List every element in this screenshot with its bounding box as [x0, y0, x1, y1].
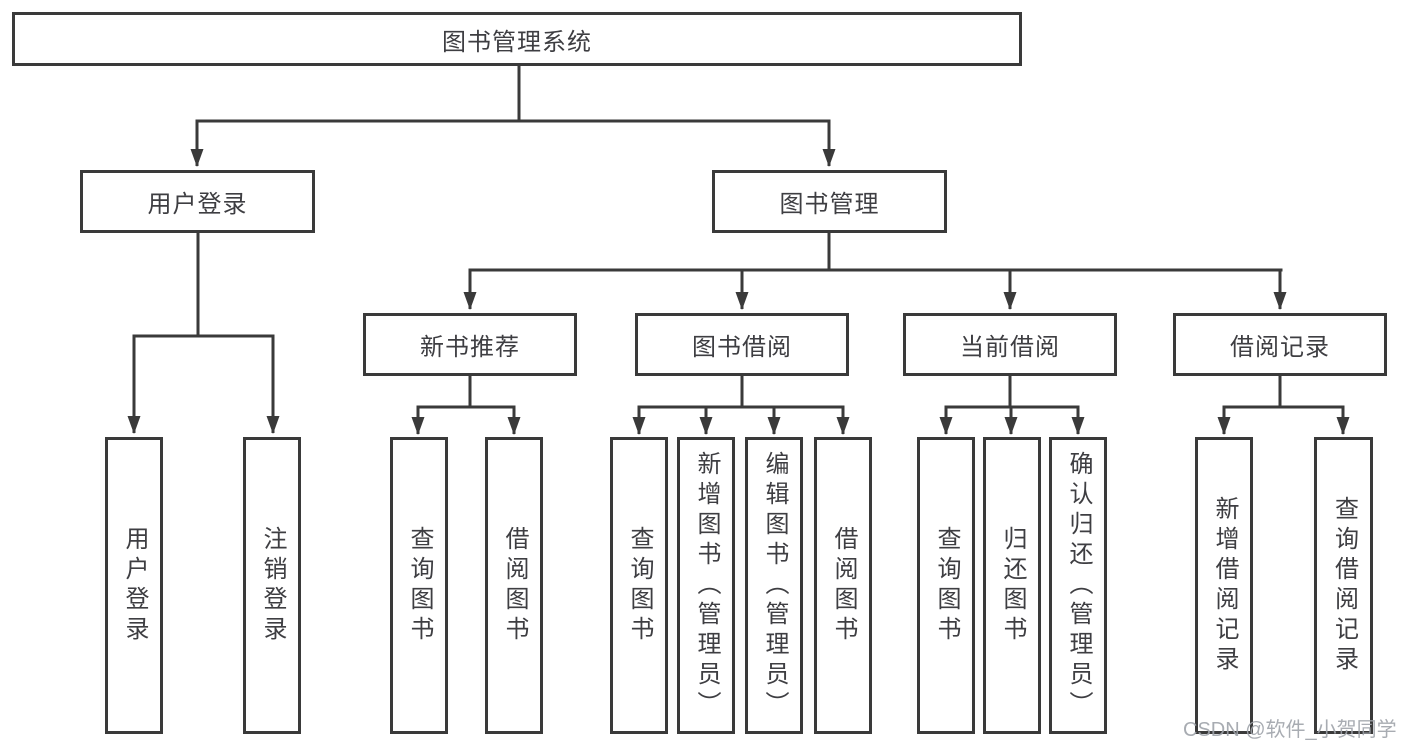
node-borrowing-records: 借阅记录 [1173, 313, 1387, 376]
leaf-confirm-return-admin-label: 确认归还（管理员） [1065, 450, 1092, 721]
connector-book-mgmt-children [463, 233, 1287, 310]
leaf-query-borrow-record: 查询借阅记录 [1314, 437, 1373, 734]
leaf-borrow-books-2-label: 借阅图书 [830, 525, 857, 646]
connector-user-login-children [127, 233, 280, 434]
connector-new-book-rec-children [411, 376, 521, 435]
leaf-query-books-1-label: 查询图书 [406, 525, 433, 646]
leaf-query-books-2: 查询图书 [610, 437, 668, 734]
leaf-logout-label: 注销登录 [259, 525, 286, 646]
connector-current-borrow-children [939, 376, 1085, 435]
leaf-query-books-3-label: 查询图书 [933, 525, 960, 646]
leaf-add-books-admin-label: 新增图书（管理员） [693, 450, 720, 721]
csdn-watermark: CSDN @软件_小贺同学 [1183, 719, 1397, 741]
leaf-edit-books-admin: 编辑图书（管理员） [745, 437, 803, 734]
connector-book-borrow-children [632, 376, 850, 435]
leaf-confirm-return-admin: 确认归还（管理员） [1049, 437, 1107, 734]
node-book-borrowing-label: 图书借阅 [692, 334, 792, 361]
leaf-user-login: 用户登录 [105, 437, 163, 734]
leaf-return-books-label: 归还图书 [999, 525, 1026, 646]
leaf-borrow-books-2: 借阅图书 [814, 437, 872, 734]
leaf-user-login-label: 用户登录 [121, 525, 148, 646]
node-book-management-label: 图书管理 [779, 191, 880, 218]
node-new-book-recommend: 新书推荐 [363, 313, 577, 376]
node-new-book-recommend-label: 新书推荐 [420, 334, 520, 361]
leaf-query-borrow-record-label: 查询借阅记录 [1330, 495, 1358, 676]
leaf-borrow-books-1: 借阅图书 [485, 437, 543, 734]
leaf-query-books-1: 查询图书 [390, 437, 448, 734]
leaf-add-borrow-record: 新增借阅记录 [1195, 437, 1253, 734]
node-borrowing-records-label: 借阅记录 [1230, 334, 1330, 361]
node-book-borrowing: 图书借阅 [635, 313, 849, 376]
node-root-system: 图书管理系统 [12, 12, 1022, 66]
leaf-add-borrow-record-label: 新增借阅记录 [1211, 495, 1238, 676]
leaf-query-books-3: 查询图书 [917, 437, 975, 734]
node-current-borrowing-label: 当前借阅 [960, 334, 1060, 361]
node-current-borrowing: 当前借阅 [903, 313, 1117, 376]
leaf-borrow-books-1-label: 借阅图书 [501, 525, 528, 646]
leaf-logout: 注销登录 [243, 437, 301, 734]
connector-root-to-level2 [190, 66, 836, 167]
node-user-login: 用户登录 [80, 170, 315, 233]
leaf-return-books: 归还图书 [983, 437, 1041, 734]
node-user-login-label: 用户登录 [147, 191, 248, 218]
node-root-label: 图书管理系统 [442, 28, 592, 56]
leaf-query-books-2-label: 查询图书 [626, 525, 653, 646]
node-book-management: 图书管理 [712, 170, 947, 233]
leaf-edit-books-admin-label: 编辑图书（管理员） [761, 450, 788, 721]
leaf-add-books-admin: 新增图书（管理员） [677, 437, 735, 734]
connector-borrow-record-children [1217, 376, 1350, 435]
